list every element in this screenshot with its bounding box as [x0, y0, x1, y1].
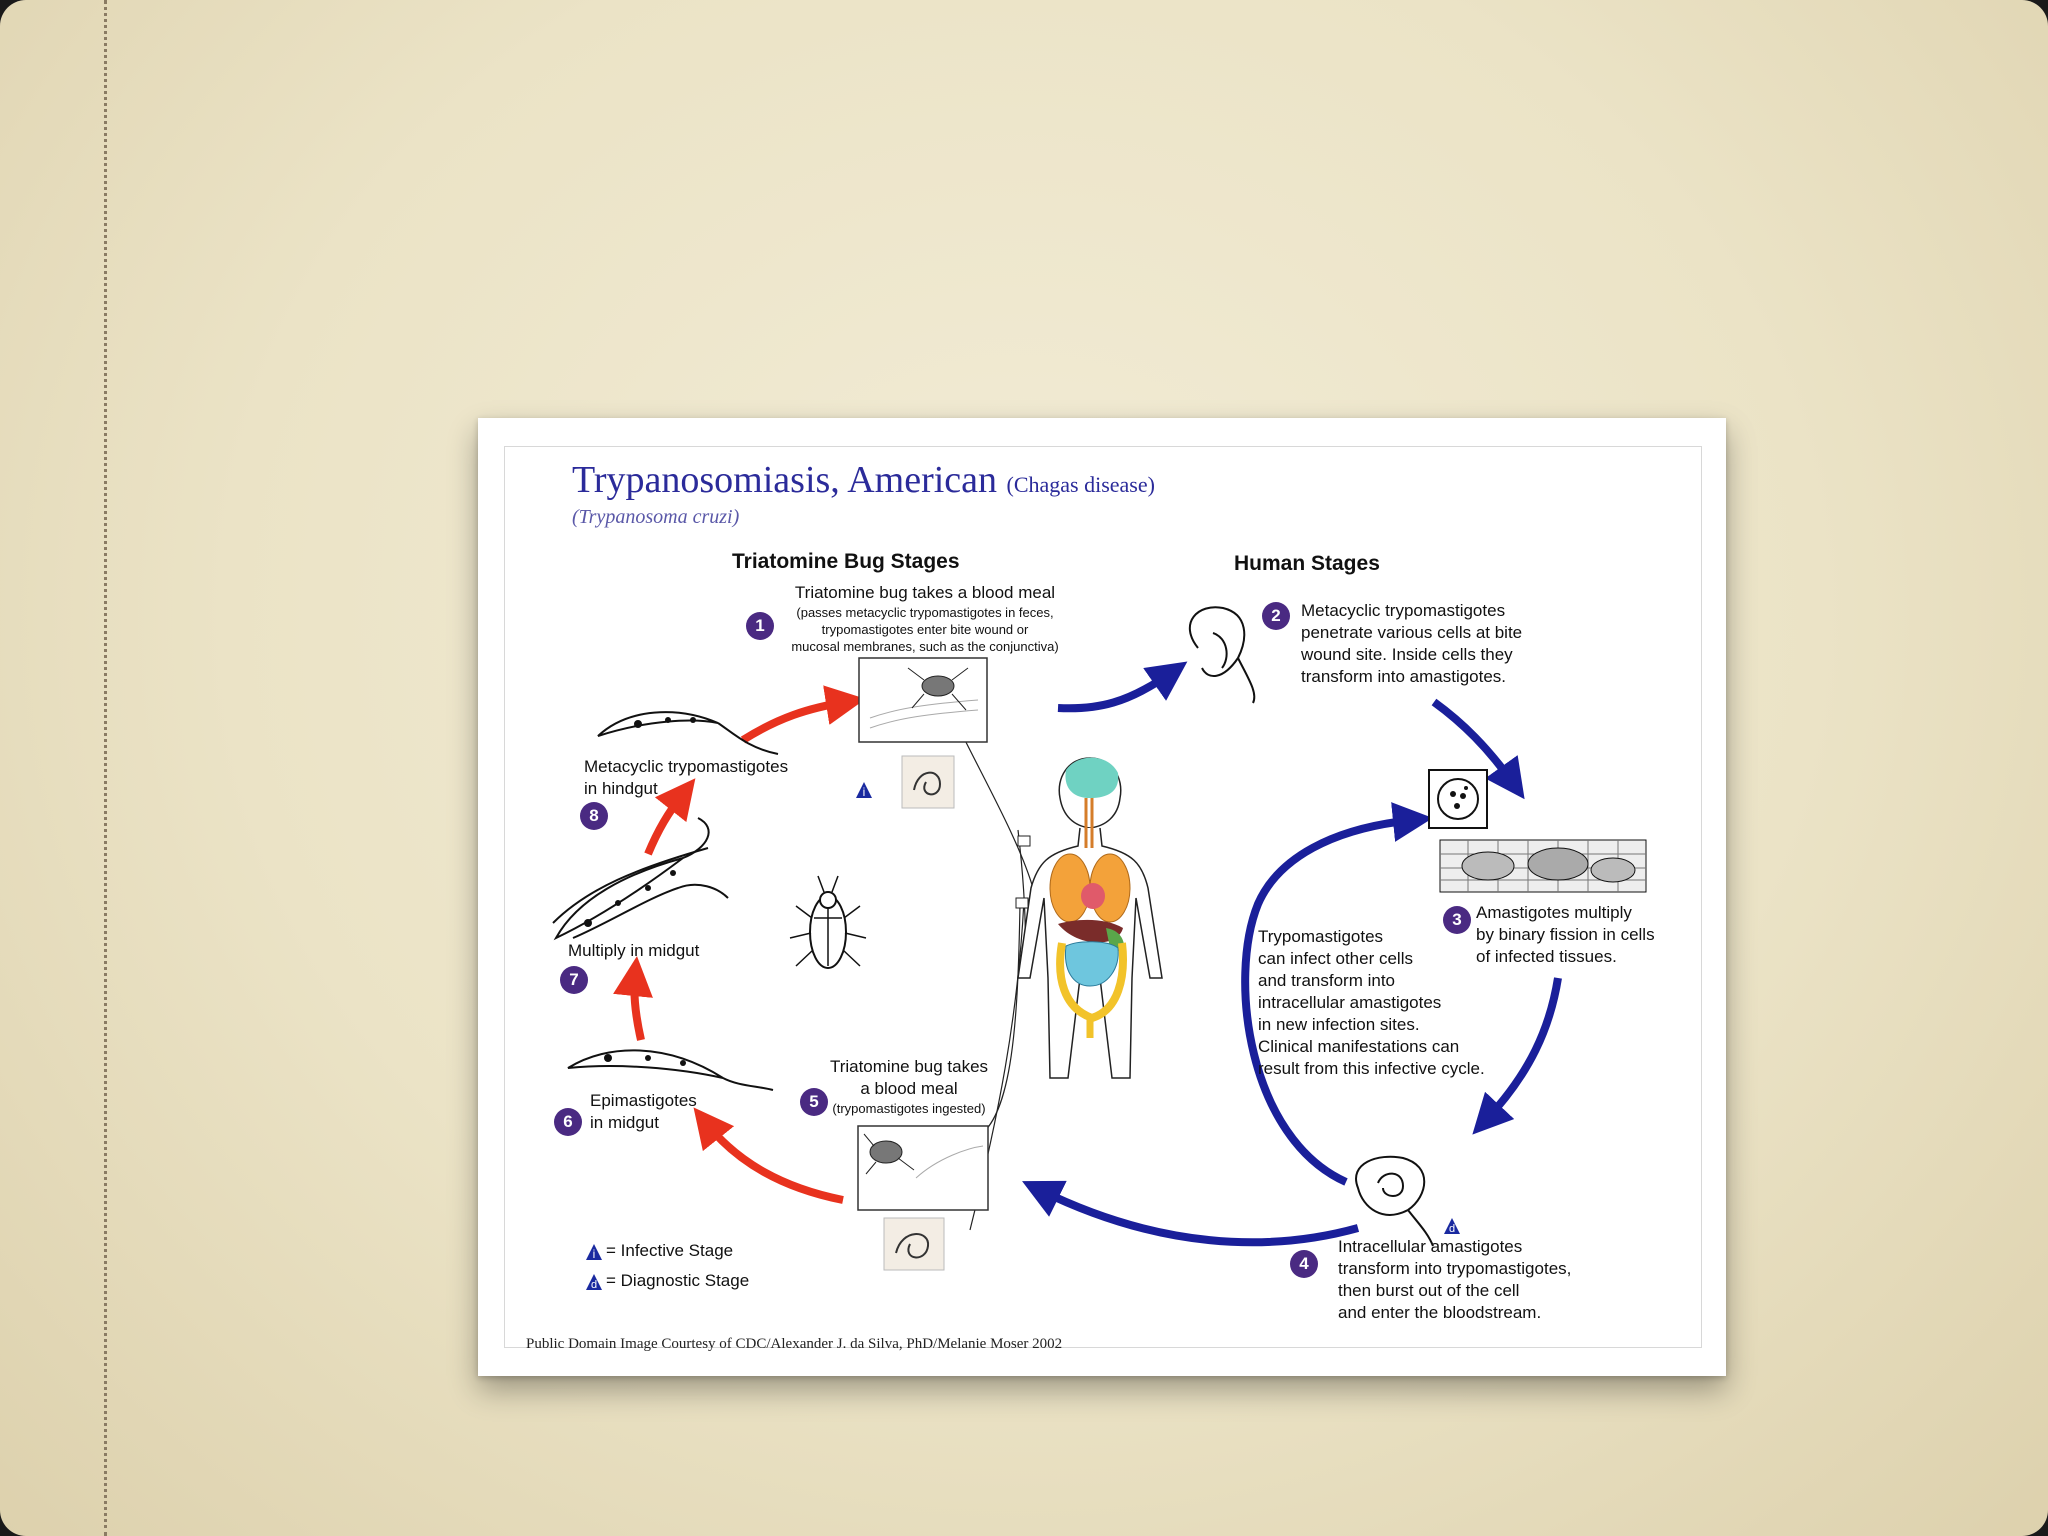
cycle-line: intracellular amastigotes: [1258, 993, 1442, 1012]
tissue-illustration: [1439, 839, 1647, 893]
arrow-1-to-2: [1057, 661, 1188, 713]
lifecycle-diagram: i d i d: [552, 606, 1647, 1291]
step-2-badge: 2: [1262, 602, 1290, 630]
step-5-line: Triatomine bug takes: [829, 1057, 989, 1076]
arrow-2-to-3: [1431, 698, 1525, 800]
step-6-line: in midgut: [590, 1113, 659, 1132]
legend-infective-triangle: i: [586, 1244, 602, 1261]
legend-diagnostic-triangle: d: [586, 1274, 602, 1291]
arrow-8-to-1: [740, 685, 866, 744]
bug-feeding-illustration-1: [858, 657, 988, 809]
step-2-text: Metacyclic trypomastigotes penetrate var…: [1301, 600, 1522, 688]
arrow-5-to-6: [693, 1107, 844, 1204]
step-8-line: Metacyclic trypomastigotes: [584, 757, 789, 776]
step-3-line: Amastigotes multiply: [1476, 903, 1632, 922]
step-1-heading: Triatomine bug takes a blood meal: [794, 583, 1056, 602]
bug-feeding-illustration-5: [857, 1125, 989, 1271]
step-1-text: Triatomine bug takes a blood meal (passe…: [770, 582, 1080, 655]
cycle-line: result from this infective cycle.: [1258, 1059, 1485, 1078]
step-6-badge: 6: [554, 1108, 582, 1136]
human-body-illustration: [1017, 757, 1163, 1079]
dotted-margin-line: [104, 0, 107, 1536]
parasite-midgut-illustration: [552, 817, 729, 941]
step-4-text: Intracellular amastigotes transform into…: [1338, 1236, 1571, 1324]
step-5-sub: (trypomastigotes ingested): [832, 1101, 986, 1116]
cycle-line: Trypomastigotes: [1258, 927, 1384, 946]
step-2-line: Metacyclic trypomastigotes: [1301, 601, 1506, 620]
step-8-badge: 8: [580, 802, 608, 830]
bug-stages-header: Triatomine Bug Stages: [732, 550, 960, 573]
title-main: Trypanosomiasis, American: [572, 459, 998, 501]
cycle-line: in new infection sites.: [1258, 1015, 1420, 1034]
metacyclic-trypomastigote-illustration: [1188, 606, 1256, 704]
step-5-badge: 5: [800, 1088, 828, 1116]
parasite-hindgut-illustration: [597, 711, 779, 755]
cycle-line: and transform into: [1258, 971, 1396, 990]
infective-stage-triangle: i: [856, 782, 872, 799]
infective-cycle-text: Trypomastigotes can infect other cells a…: [1258, 926, 1485, 1080]
step-2-line: wound site. Inside cells they: [1301, 645, 1513, 664]
amastigote-burst-illustration: [1355, 1155, 1434, 1247]
svg-text:d: d: [1449, 1223, 1455, 1235]
step-3-badge: 3: [1443, 906, 1471, 934]
diagram-title: Trypanosomiasis, American (Chagas diseas…: [572, 458, 1155, 502]
step-3-text: Amastigotes multiply by binary fission i…: [1476, 902, 1655, 968]
step-3-line: of infected tissues.: [1476, 947, 1617, 966]
step-1-line: (passes metacyclic trypomastigotes in fe…: [796, 605, 1054, 620]
arrow-6-to-7: [613, 956, 653, 1041]
step-4-badge: 4: [1290, 1250, 1318, 1278]
step-7-badge: 7: [560, 966, 588, 994]
image-credit: Public Domain Image Courtesy of CDC/Alex…: [526, 1336, 1063, 1352]
arrow-7-to-8: [644, 778, 696, 856]
svg-text:i: i: [863, 785, 866, 799]
step-8-text: Metacyclic trypomastigotes in hindgut: [584, 756, 788, 800]
human-stages-header: Human Stages: [1234, 552, 1380, 575]
parasite-epimastigote-illustration: [567, 1049, 774, 1091]
step-8-line: in hindgut: [584, 779, 658, 798]
step-5-text: Triatomine bug takes a blood meal (trypo…: [818, 1056, 1000, 1117]
step-7-text: Multiply in midgut: [568, 941, 700, 960]
title-paren: (Chagas disease): [1006, 472, 1155, 497]
diagnostic-stage-triangle: d: [1444, 1218, 1460, 1235]
legend-diagnostic-label: = Diagnostic Stage: [606, 1271, 750, 1290]
image-border: [504, 446, 1702, 1348]
step-3-line: by binary fission in cells: [1476, 925, 1655, 944]
step-6-line: Epimastigotes: [590, 1091, 697, 1110]
infected-cell-illustration: [1428, 769, 1488, 829]
svg-text:d: d: [591, 1279, 597, 1291]
cycle-line: Clinical manifestations can: [1258, 1037, 1460, 1056]
step-5-line: a blood meal: [860, 1079, 958, 1098]
step-2-line: penetrate various cells at bite: [1301, 623, 1523, 642]
arrow-3-to-4: [1472, 977, 1562, 1135]
cycle-line: can infect other cells: [1258, 949, 1413, 968]
step-1-line: trypomastigotes enter bite wound or: [821, 622, 1029, 637]
species-name: (Trypanosoma cruzi): [572, 506, 740, 528]
arrow-4-to-5: [1022, 1180, 1360, 1247]
step-2-line: transform into amastigotes.: [1301, 667, 1507, 686]
step-4-line: then burst out of the cell: [1338, 1281, 1520, 1300]
triatomine-bug-illustration: [789, 875, 867, 969]
arrow-cycle: [1241, 802, 1433, 1186]
step-1-badge: 1: [746, 612, 774, 640]
step-4-line: and enter the bloodstream.: [1338, 1303, 1542, 1322]
svg-text:i: i: [593, 1247, 596, 1261]
step-6-text: Epimastigotes in midgut: [590, 1090, 697, 1134]
legend-infective-label: = Infective Stage: [606, 1241, 734, 1260]
step-4-line: transform into trypomastigotes,: [1338, 1259, 1572, 1278]
step-1-line: mucosal membranes, such as the conjuncti…: [791, 639, 1059, 654]
lifecycle-image-card: i d i d Trypanosomiasis, American (Chaga…: [478, 418, 1726, 1376]
step-4-line: Intracellular amastigotes: [1338, 1237, 1523, 1256]
